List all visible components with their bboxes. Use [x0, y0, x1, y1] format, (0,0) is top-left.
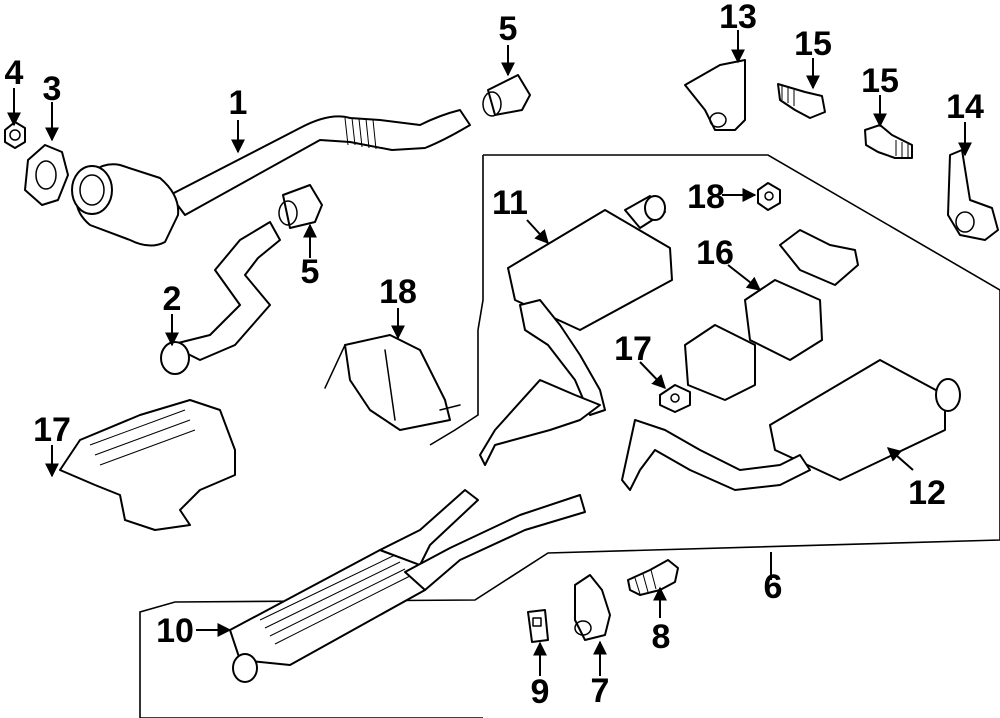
callout-1: 1 [229, 84, 248, 122]
callout-13: 13 [719, 0, 757, 36]
callout-17-small: 17 [614, 330, 652, 368]
nut[interactable] [4, 121, 26, 149]
callout-12: 12 [908, 474, 946, 512]
assembly-6-boundary [139, 154, 1000, 718]
callout-8: 8 [652, 618, 671, 656]
resonator-assembly[interactable] [229, 489, 586, 683]
callout-4: 4 [5, 54, 24, 92]
callout-9: 9 [531, 673, 550, 711]
callout-5-lower: 5 [301, 253, 320, 291]
callout-10: 10 [156, 612, 194, 650]
callout-7: 7 [591, 672, 610, 710]
gasket[interactable] [24, 144, 69, 206]
clip[interactable] [527, 609, 549, 643]
assembly-6-boundary-left [477, 155, 484, 331]
callout-3: 3 [43, 70, 62, 108]
right-rear-muffler[interactable] [621, 359, 961, 491]
bolt-a[interactable] [777, 83, 826, 119]
intermediate-pipe[interactable] [160, 221, 281, 375]
callout-6: 6 [764, 568, 783, 606]
callout-15-a: 15 [794, 25, 832, 63]
clamp-upper[interactable] [482, 74, 531, 117]
callout-2: 2 [163, 280, 182, 318]
assembly-6-boundary-left-lower [429, 330, 479, 446]
bolt-c[interactable] [627, 559, 679, 596]
callout-18-upper: 18 [687, 178, 725, 216]
heat-shield-front[interactable] [59, 399, 236, 531]
callout-16: 16 [696, 234, 734, 272]
gasket-small[interactable] [659, 384, 691, 413]
hanger-insulator[interactable] [574, 574, 611, 641]
leader-lines [7, 30, 972, 676]
callout-14: 14 [946, 88, 984, 126]
hanger-bracket-rear[interactable] [947, 149, 999, 241]
nut-small[interactable] [757, 182, 781, 211]
callout-18-lower: 18 [379, 273, 417, 311]
callout-11: 11 [492, 184, 528, 222]
clamp-lower[interactable] [278, 184, 323, 229]
hanger-bracket-front[interactable] [684, 59, 746, 131]
front-pipe-catalytic-converter[interactable] [71, 109, 471, 247]
callout-5-upper: 5 [499, 10, 518, 48]
callout-labels: 1 2 3 4 5 5 6 7 8 9 10 11 12 13 14 15 15… [5, 0, 984, 711]
heat-shield-bracket[interactable] [324, 334, 461, 431]
callout-15-b: 15 [861, 62, 899, 100]
bolt-b[interactable] [864, 124, 913, 159]
callout-17-large: 17 [33, 411, 71, 449]
left-rear-muffler[interactable] [479, 195, 673, 466]
heat-shield-set[interactable] [684, 229, 859, 401]
